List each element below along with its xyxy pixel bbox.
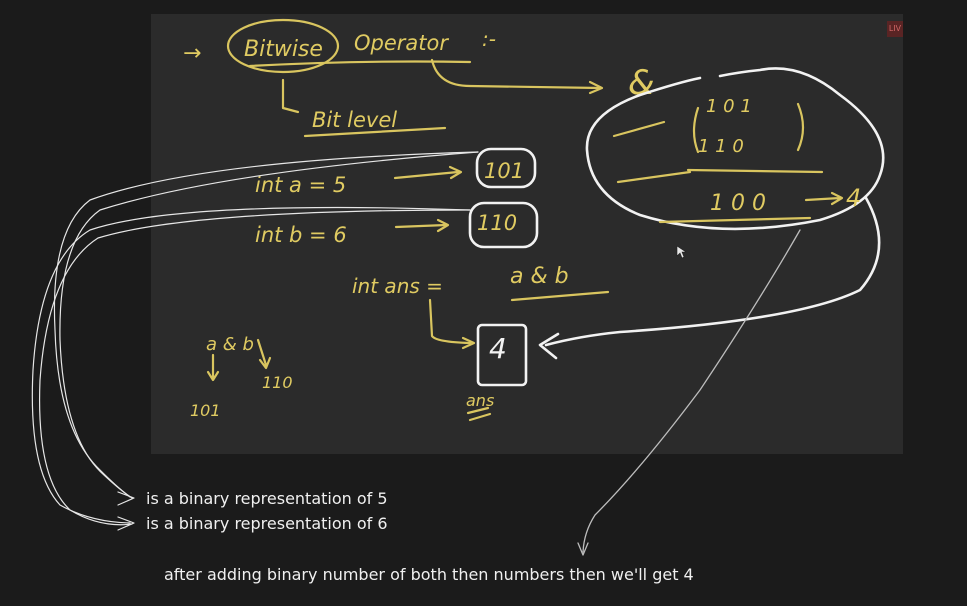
and-cloud-outline [585, 67, 885, 231]
and-sum-line [686, 168, 824, 174]
b-declaration: int b = 6 [255, 223, 347, 247]
a-binary: 101 [484, 159, 524, 183]
bit-level-label: Bit level [312, 108, 397, 132]
ans-value: 4 [489, 332, 507, 365]
and-result-underline [658, 216, 812, 224]
heading-arrow: → [183, 41, 201, 66]
and-row1-arrow [612, 120, 666, 138]
bit-level-underline [303, 126, 447, 138]
note1-curve-outer [53, 151, 479, 498]
ans-expression-underline [510, 290, 610, 302]
note2-arrowhead [117, 516, 135, 531]
cloud-to-ans-arrowhead [538, 332, 560, 360]
heading-underline [248, 60, 472, 68]
side-left-arrow [206, 353, 220, 382]
a-arrowhead [448, 165, 463, 180]
heading-to-and-arrow [430, 58, 602, 90]
side-right-binary: 110 [262, 373, 293, 392]
note-binary-5: is a binary representation of 5 [146, 489, 388, 508]
a-arrow-line [393, 170, 460, 180]
ans-value-box [476, 323, 528, 387]
b-arrow-line [394, 223, 448, 229]
b-binary: 110 [477, 211, 517, 235]
ans-connector-arrowhead [461, 336, 476, 350]
ans-label-underline [466, 406, 492, 422]
ans-expression: a & b [510, 264, 569, 289]
heading-word-operator: Operator [354, 31, 449, 55]
note1-arrowhead [117, 491, 135, 506]
ans-label: ans [466, 391, 494, 410]
cloud-to-ans-arrow [544, 196, 881, 347]
bit-level-connector [281, 78, 300, 114]
and-symbol: & [628, 63, 655, 103]
and-result-value: 4 [846, 184, 861, 212]
and-row2-arrow [616, 170, 692, 184]
note-result: after adding binary number of both then … [164, 565, 694, 584]
heading-word-bitwise: Bitwise [244, 37, 323, 62]
bitwise-circle [226, 18, 340, 74]
side-left-binary: 101 [190, 401, 221, 420]
and-result: 1 0 0 [710, 191, 766, 216]
note3-arrowhead [577, 542, 589, 556]
live-badge: LIV [887, 21, 903, 37]
heading-suffix: :- [482, 27, 496, 51]
note-binary-6: is a binary representation of 6 [146, 514, 388, 533]
b-arrowhead [436, 218, 450, 233]
note1-curve-inner [59, 151, 479, 499]
b-binary-box [468, 201, 539, 249]
ans-declaration: int ans = [352, 274, 443, 298]
note2-curve-outer [31, 206, 471, 524]
and-brackets [692, 102, 805, 154]
heading-to-and-arrowhead [588, 80, 604, 95]
side-expression: a & b [206, 334, 254, 355]
note3-curve [582, 229, 801, 553]
and-row1: 1 0 1 [706, 96, 752, 117]
a-binary-box [475, 147, 537, 189]
a-declaration: int a = 5 [255, 173, 346, 197]
and-result-arrow [804, 191, 844, 206]
mouse-cursor-icon [676, 245, 687, 259]
side-right-arrow [256, 338, 272, 370]
note2-curve-inner [38, 209, 471, 526]
ans-connector [428, 298, 472, 345]
and-row2: 1 1 0 [698, 136, 744, 157]
